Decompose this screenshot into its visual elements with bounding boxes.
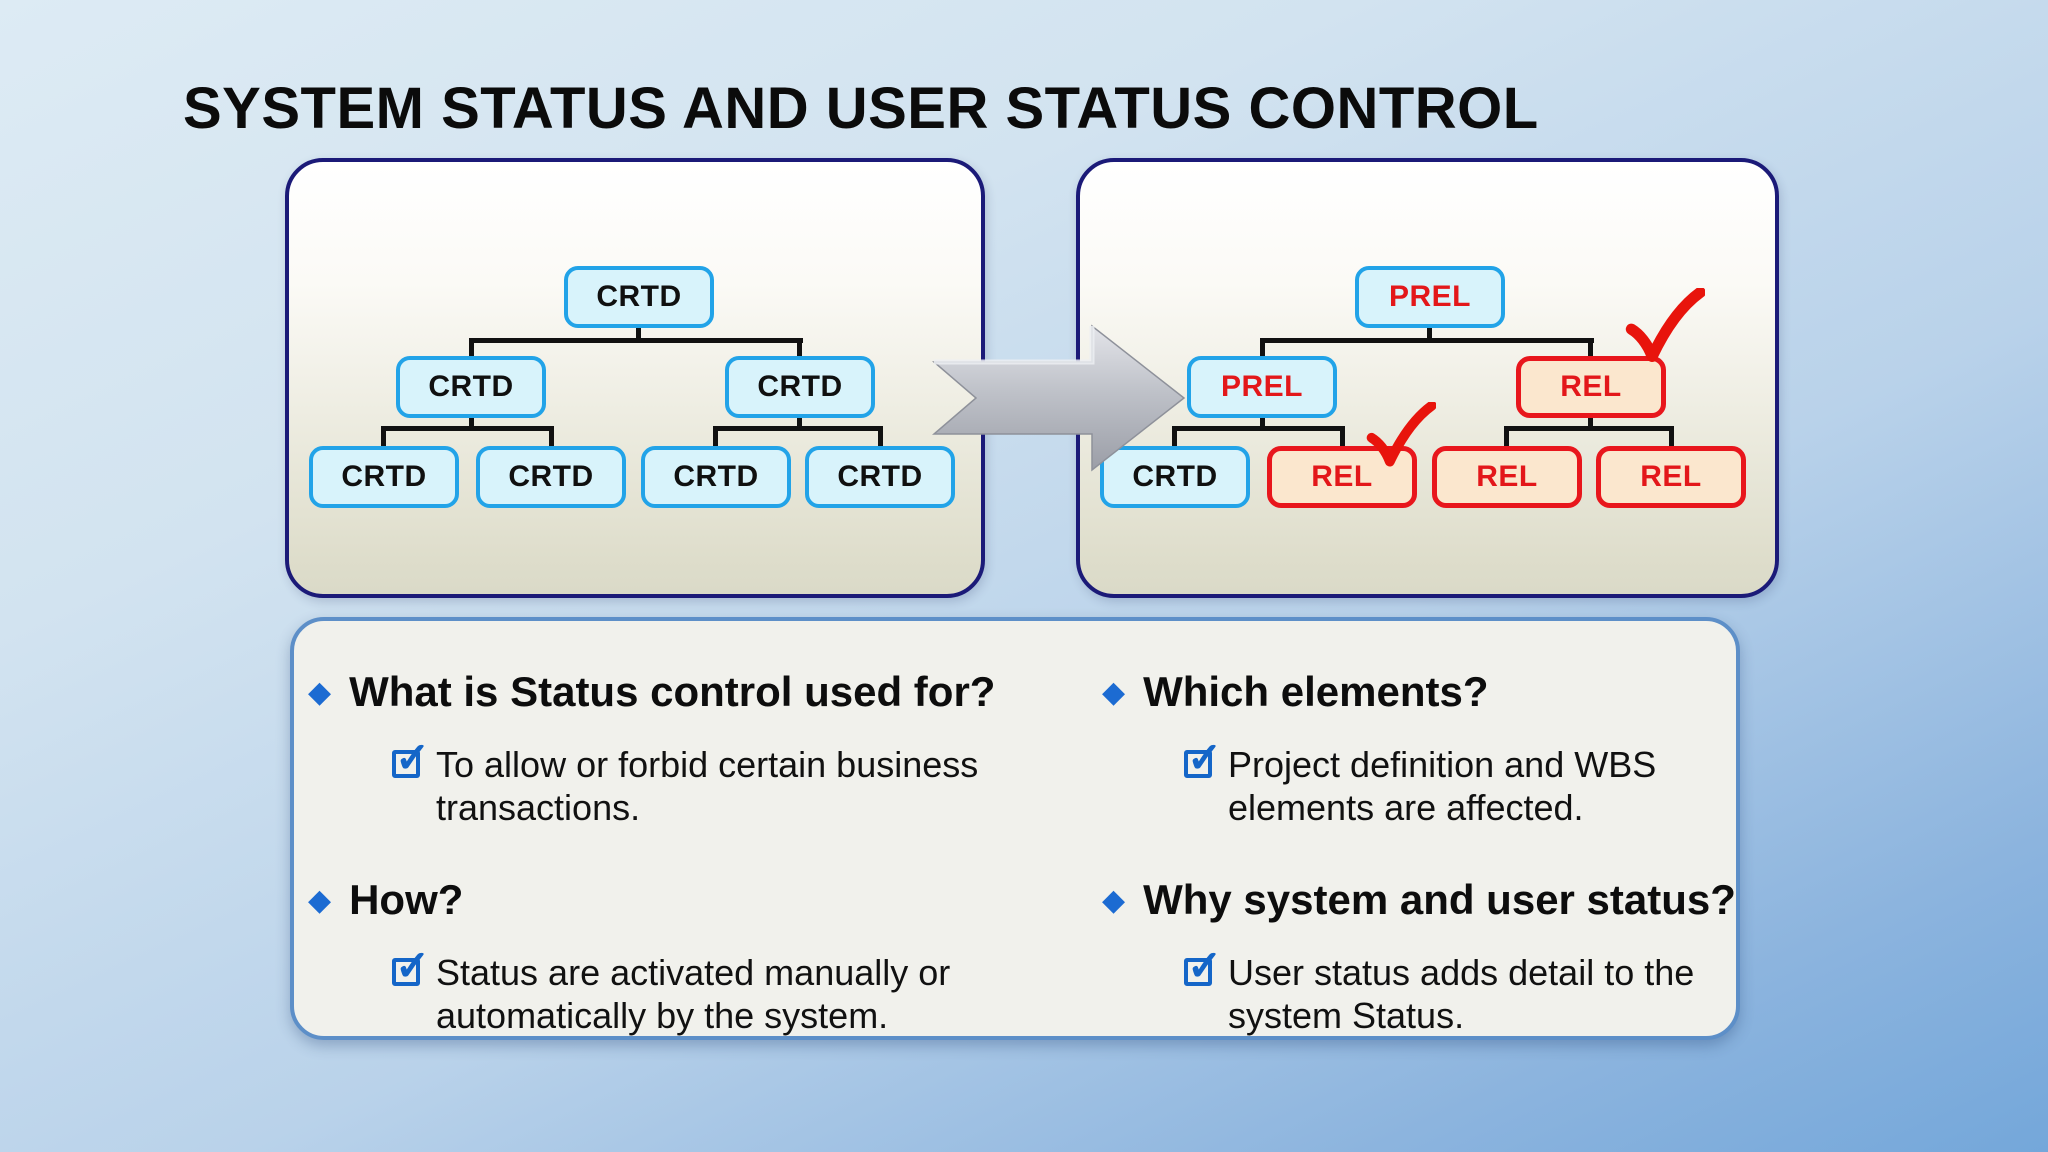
status-node-rel: REL — [1596, 446, 1746, 508]
connector-line — [1260, 338, 1265, 358]
diamond-bullet-icon: ◆ — [1102, 884, 1126, 917]
diamond-bullet-icon: ◆ — [308, 884, 332, 917]
connector-line — [381, 426, 386, 448]
connector-line — [469, 338, 474, 358]
status-node-crtd: CRTD — [1100, 446, 1250, 508]
connector-line — [1588, 338, 1593, 358]
connector-line — [1504, 426, 1509, 448]
connector-line — [878, 426, 883, 448]
connector-line — [1427, 326, 1432, 340]
qa-heading-block: ◆ What is Status control used for? — [308, 668, 996, 715]
connector-line — [469, 416, 474, 428]
connector-line — [1588, 416, 1593, 428]
connector-line — [1340, 426, 1345, 448]
qa-item-block: ✓ User status adds detail to the system … — [1184, 945, 1724, 1037]
diagram-panel-before: CRTD CRTD CRTD CRTD CRTD CRTD CRTD — [285, 158, 985, 598]
status-node-crtd: CRTD — [725, 356, 875, 418]
transition-arrow-icon — [932, 324, 1186, 472]
status-node-crtd: CRTD — [309, 446, 459, 508]
qa-heading: Which elements? — [1143, 668, 1489, 715]
connector-line — [713, 426, 718, 448]
qa-heading: Why system and user status? — [1143, 876, 1736, 923]
connector-line — [1504, 426, 1674, 431]
status-node-crtd: CRTD — [396, 356, 546, 418]
checkbox-bullet-icon: ✓ — [1184, 737, 1222, 779]
status-node-rel: REL — [1432, 446, 1582, 508]
status-node-crtd: CRTD — [641, 446, 791, 508]
status-node-crtd: CRTD — [805, 446, 955, 508]
connector-line — [1260, 416, 1265, 428]
status-node-crtd: CRTD — [476, 446, 626, 508]
checkbox-bullet-icon: ✓ — [1184, 945, 1222, 987]
qa-heading-block: ◆ How? — [308, 876, 464, 923]
status-node-prel: PREL — [1187, 356, 1337, 418]
qa-panel: ◆ What is Status control used for? ✓ To … — [290, 617, 1740, 1040]
connector-line — [549, 426, 554, 448]
status-node-prel: PREL — [1355, 266, 1505, 328]
qa-item-text: Project definition and WBS elements are … — [1228, 744, 1657, 829]
qa-item-block: ✓ Status are activated manually or autom… — [392, 945, 1032, 1037]
qa-heading: What is Status control used for? — [349, 668, 996, 715]
checkmark-icon — [1366, 402, 1436, 467]
qa-heading-block: ◆ Which elements? — [1102, 668, 1489, 715]
page-title: SYSTEM STATUS AND USER STATUS CONTROL — [183, 75, 1539, 141]
connector-line — [1172, 426, 1345, 431]
qa-item-block: ✓ To allow or forbid certain business tr… — [392, 737, 1032, 829]
connector-line — [1669, 426, 1674, 448]
diamond-bullet-icon: ◆ — [308, 676, 332, 709]
connector-line — [469, 338, 803, 343]
qa-item-block: ✓ Project definition and WBS elements ar… — [1184, 737, 1724, 829]
checkbox-bullet-icon: ✓ — [392, 945, 430, 987]
connector-line — [636, 326, 641, 340]
connector-line — [381, 426, 554, 431]
connector-line — [1260, 338, 1594, 343]
qa-item-text: User status adds detail to the system St… — [1228, 952, 1695, 1037]
qa-item-text: Status are activated manually or automat… — [436, 952, 951, 1037]
checkmark-icon — [1625, 288, 1705, 362]
qa-heading-block: ◆ Why system and user status? — [1102, 876, 1736, 923]
checkbox-bullet-icon: ✓ — [392, 737, 430, 779]
connector-line — [797, 338, 802, 358]
connector-line — [713, 426, 883, 431]
qa-heading: How? — [349, 876, 464, 923]
diamond-bullet-icon: ◆ — [1102, 676, 1126, 709]
status-node-crtd: CRTD — [564, 266, 714, 328]
connector-line — [797, 416, 802, 428]
connector-line — [1172, 426, 1177, 448]
status-node-rel: REL — [1516, 356, 1666, 418]
qa-item-text: To allow or forbid certain business tran… — [436, 744, 979, 829]
